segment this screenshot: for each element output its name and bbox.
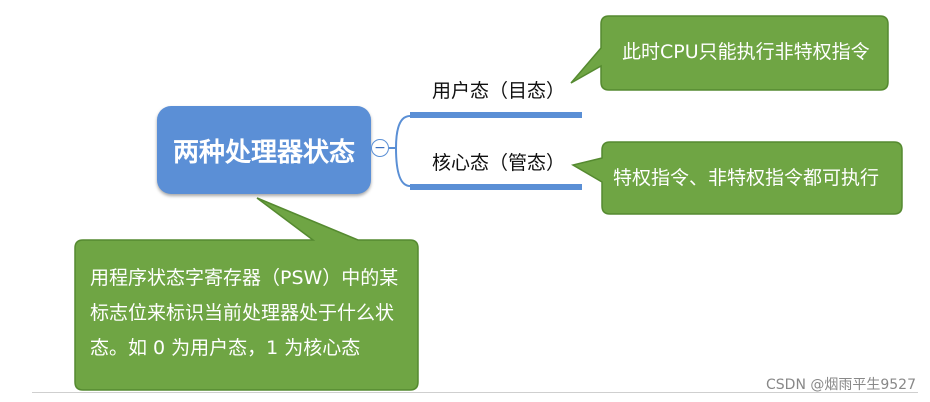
center-node-label: 两种处理器状态 (172, 137, 355, 168)
branch-underline-kernel (410, 184, 582, 190)
callout-psw-text-line-3: 态。如 0 为用户态，1 为核心态 (90, 337, 361, 359)
callout-user-mode (570, 15, 889, 91)
branch-label-user-mode[interactable]: 用户态（目态） (432, 80, 566, 102)
branch-label-kernel-mode[interactable]: 核心态（管态） (432, 152, 566, 174)
callout-kernel-mode (571, 141, 903, 215)
callout-psw-text-line-1: 用程序状态字寄存器（PSW）中的某 (90, 267, 399, 289)
callout-psw-text-line-2: 标志位来标识当前处理器处于什么状 (90, 302, 395, 324)
callout-kernel-mode-text: 特权指令、非特权指令都可执行 (613, 167, 880, 189)
center-node[interactable]: 两种处理器状态 (157, 106, 371, 194)
callout-psw (74, 197, 419, 391)
branch-underline-user (410, 112, 582, 118)
bottom-divider (32, 392, 918, 393)
minus-icon: − (374, 140, 386, 156)
callout-user-mode-text: 此时CPU只能执行非特权指令 (622, 41, 870, 63)
branch-connector (389, 115, 582, 187)
collapse-toggle[interactable]: − (371, 139, 389, 157)
watermark: CSDN @烟雨平生9527 (766, 377, 916, 393)
